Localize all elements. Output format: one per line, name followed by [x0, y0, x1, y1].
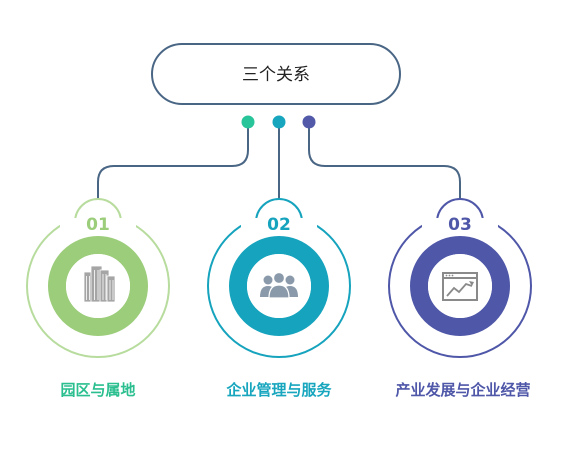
number-2: 02: [267, 215, 291, 235]
inner-disc-3: [428, 254, 492, 318]
connector-dot-2: [272, 115, 286, 129]
number-1: 01: [86, 215, 110, 235]
people-group-icon: [260, 271, 298, 299]
relation-label-3: 产业发展与企业经营: [395, 381, 531, 399]
connector-dot-1: [241, 115, 255, 129]
connector-dot-3: [302, 115, 316, 129]
relation-label-1: 园区与属地: [60, 381, 136, 399]
ring-3: [410, 236, 510, 336]
connector-line-3: [308, 122, 461, 200]
connector-line-1: [97, 122, 249, 200]
office-building-icon: [83, 265, 116, 303]
relation-item-1: 01: [26, 198, 170, 358]
number-3: 03: [448, 215, 472, 235]
relation-item-3: 03: [388, 198, 532, 358]
title-box: [151, 43, 401, 105]
diagram-title: 三个关系: [242, 65, 310, 85]
relation-item-2: 02: [207, 198, 351, 358]
ring-1: [48, 236, 148, 336]
line-chart-window-icon: [442, 272, 478, 301]
relation-label-2: 企业管理与服务: [226, 381, 332, 399]
ring-2: [229, 236, 329, 336]
